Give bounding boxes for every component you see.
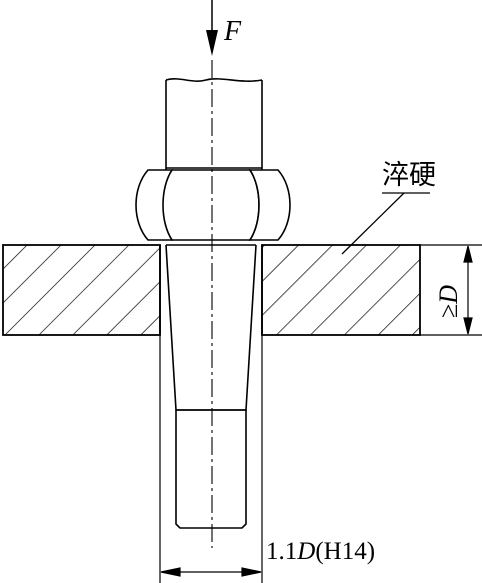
bolt-body	[159, 244, 263, 529]
force-arrow	[206, 0, 218, 56]
hex-nut	[135, 167, 300, 241]
bolt-shank-top	[165, 78, 263, 170]
thickness-dimension	[420, 244, 482, 336]
hardened-leader	[341, 192, 405, 255]
force-label: F	[224, 16, 242, 47]
plate-thickness-label: ≥D	[434, 284, 463, 318]
hole-size-label: 1.1D(H14)	[266, 538, 376, 565]
clamp-plate	[2, 244, 421, 336]
hole-dimension	[159, 335, 263, 583]
hardened-label: 淬硬	[382, 160, 436, 191]
